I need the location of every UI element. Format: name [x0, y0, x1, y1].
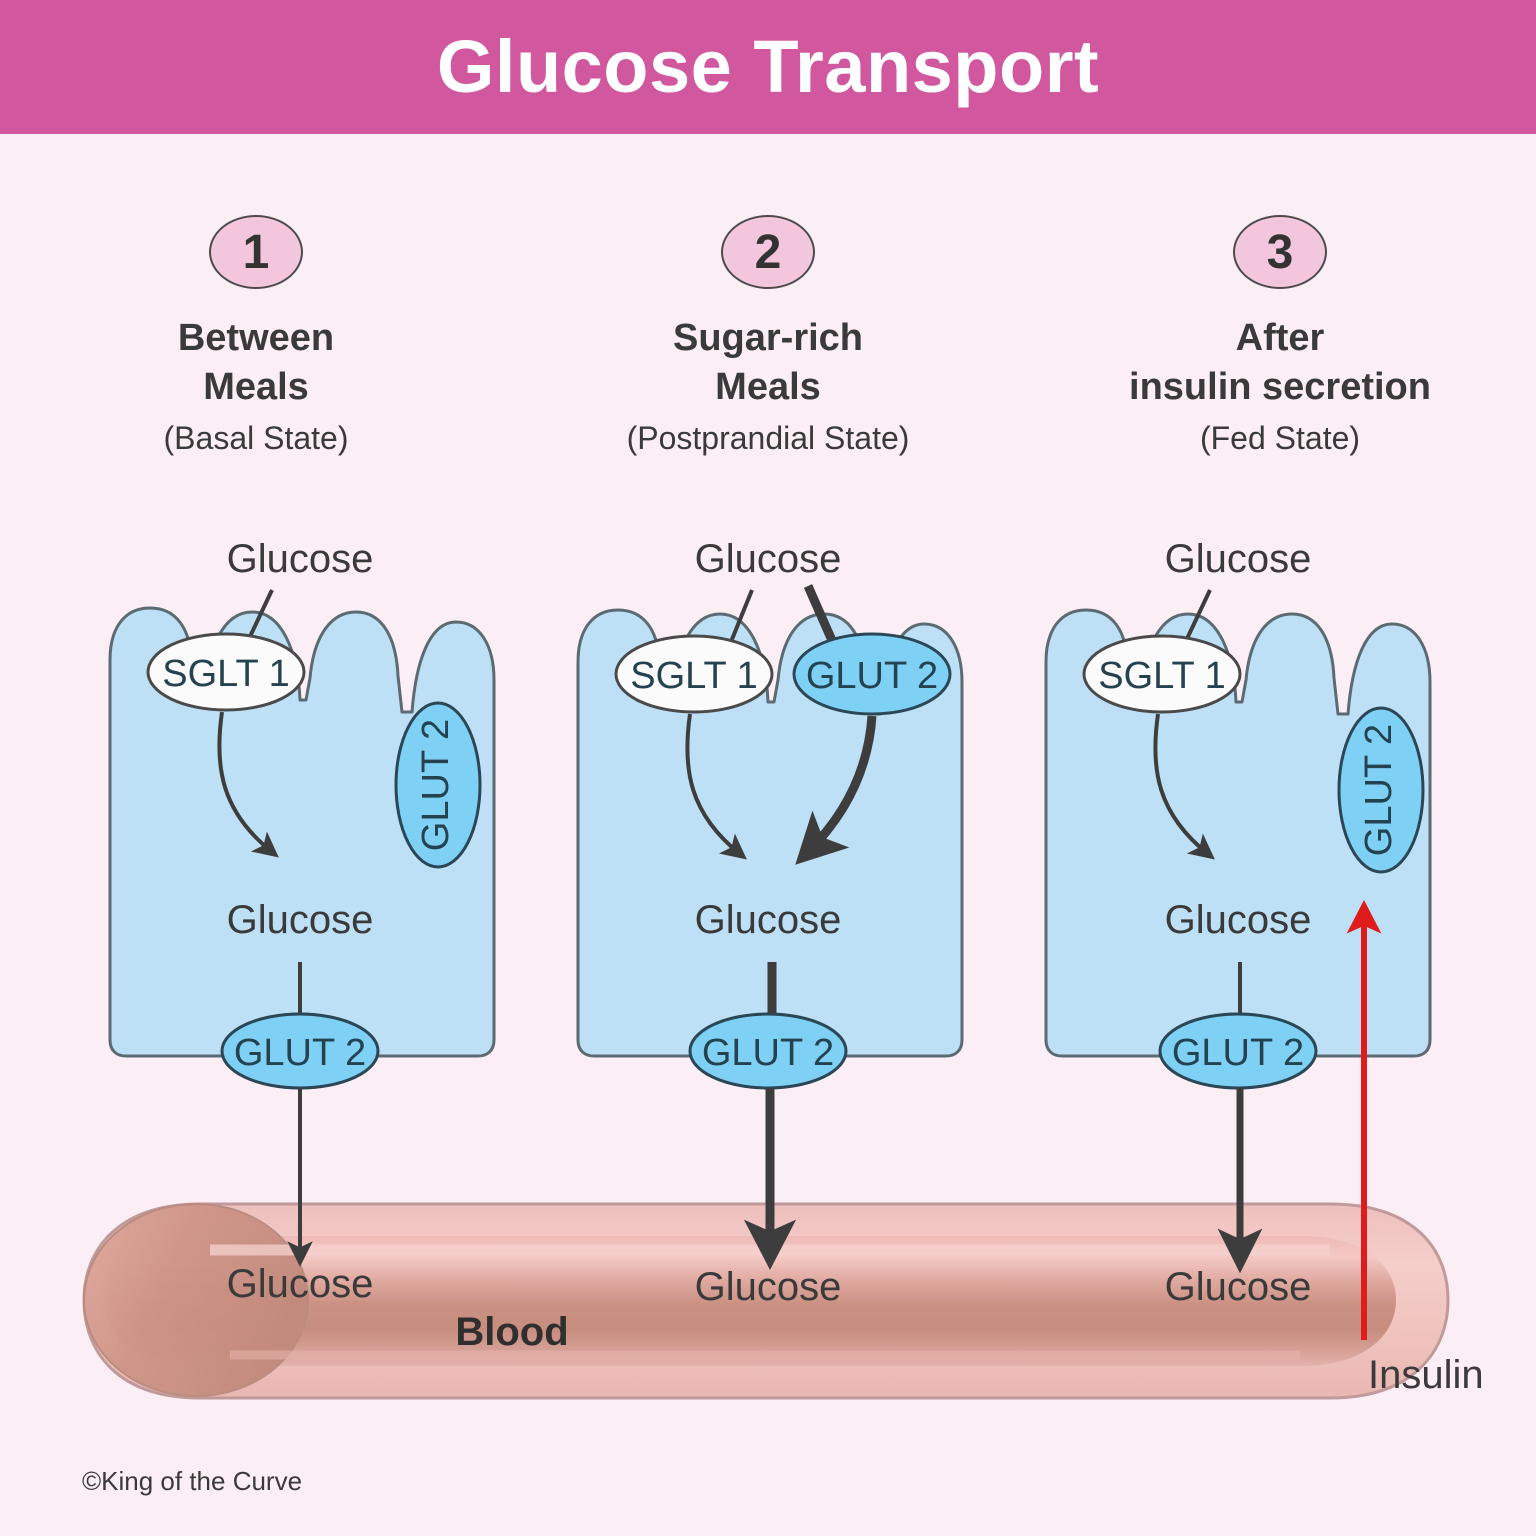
blood-label: Blood	[455, 1310, 568, 1354]
column-title-2: Sugar-rich Meals	[672, 317, 864, 408]
glucose-apical-label-2: Glucose	[695, 537, 842, 581]
transport-arrow-sglt1-1	[217, 711, 279, 858]
glucose-pointer-line-2b	[803, 584, 843, 656]
glut2-vesicle-label-3: GLUT 2	[1358, 724, 1400, 856]
vessel-left-cap	[83, 1203, 309, 1397]
sglt1-carrier-2	[614, 634, 774, 714]
glut2-basal-1	[220, 1012, 380, 1090]
step-badge-2: 2	[721, 215, 815, 289]
sglt1-label-2: SGLT 1	[630, 655, 757, 697]
column-title-3: After insulin secretion	[1129, 317, 1431, 408]
column-title-1: Between Meals	[177, 317, 335, 408]
enterocyte-cell-1	[108, 606, 496, 1058]
blood-vessel: Blood	[82, 1202, 1450, 1400]
glut2-apical-2	[792, 632, 952, 716]
glucose-pointer-line-2a	[720, 589, 754, 665]
glucose-pointer-line-1	[236, 589, 274, 663]
step-badge-3: 3	[1233, 215, 1327, 289]
step-badge-1: 1	[209, 215, 303, 289]
column-headings: 1 Between Meals (Basal State) 2 Sugar-ri…	[0, 215, 1536, 458]
enterocyte-cell-3	[1044, 608, 1432, 1058]
sglt1-carrier-1	[146, 632, 306, 712]
glucose-cytoplasm-label-1: Glucose	[227, 898, 374, 942]
glut2-basal-label-2: GLUT 2	[702, 1032, 834, 1074]
glucose-apical-label-1: Glucose	[227, 537, 374, 581]
vessel-lumen	[104, 1236, 1396, 1366]
vessel-outer-wall	[82, 1202, 1450, 1400]
glut2-vesicle-3	[1337, 706, 1425, 874]
glut2-apical-label-2: GLUT 2	[806, 655, 938, 697]
sglt1-carrier-3	[1082, 634, 1242, 714]
column-heading-1: 1 Between Meals (Basal State)	[0, 215, 512, 458]
insulin-label: Insulin	[1368, 1353, 1484, 1397]
glucose-pointer-line-3	[1174, 589, 1212, 663]
header-bar: Glucose Transport	[0, 0, 1536, 134]
column-subtitle-1: (Basal State)	[163, 420, 349, 457]
glut2-vesicle-label-1: GLUT 2	[415, 719, 457, 851]
glut2-basal-3	[1158, 1012, 1318, 1090]
sglt1-label-3: SGLT 1	[1098, 655, 1225, 697]
glucose-blood-label-1: Glucose	[227, 1262, 374, 1306]
glut2-basal-2	[688, 1012, 848, 1090]
glucose-cytoplasm-label-3: Glucose	[1165, 898, 1312, 942]
glut2-vesicle-1	[394, 701, 482, 869]
glut2-basal-label-1: GLUT 2	[234, 1032, 366, 1074]
panel-2-cell-diagram: Glucose SGLT 1 GLUT 2 Glucose GLUT 2 Glu…	[576, 537, 964, 1309]
panel-3-cell-diagram: Glucose SGLT 1 GLUT 2 Glucose GLUT 2 Glu…	[1044, 537, 1484, 1397]
page-title: Glucose Transport	[436, 25, 1100, 108]
glucose-cytoplasm-label-2: Glucose	[695, 898, 842, 942]
column-subtitle-2: (Postprandial State)	[626, 420, 910, 457]
panel-1-cell-diagram: Glucose SGLT 1 GLUT 2 Glucose GLUT 2 Glu…	[108, 537, 496, 1306]
transport-arrow-sglt1-3	[1153, 713, 1215, 860]
sglt1-label-1: SGLT 1	[162, 653, 289, 695]
column-subtitle-3: (Fed State)	[1199, 420, 1361, 457]
glut2-basal-label-3: GLUT 2	[1172, 1032, 1304, 1074]
transport-arrow-glut2-2	[795, 715, 877, 865]
column-heading-3: 3 After insulin secretion (Fed State)	[1024, 215, 1536, 458]
column-heading-2: 2 Sugar-rich Meals (Postprandial State)	[512, 215, 1024, 458]
enterocyte-cell-2	[576, 608, 964, 1058]
glucose-blood-label-2: Glucose	[695, 1265, 842, 1309]
copyright-notice: ©King of the Curve	[82, 1466, 303, 1496]
glucose-apical-label-3: Glucose	[1165, 537, 1312, 581]
transport-arrow-sglt1-2	[685, 713, 747, 860]
glucose-blood-label-3: Glucose	[1165, 1265, 1312, 1309]
